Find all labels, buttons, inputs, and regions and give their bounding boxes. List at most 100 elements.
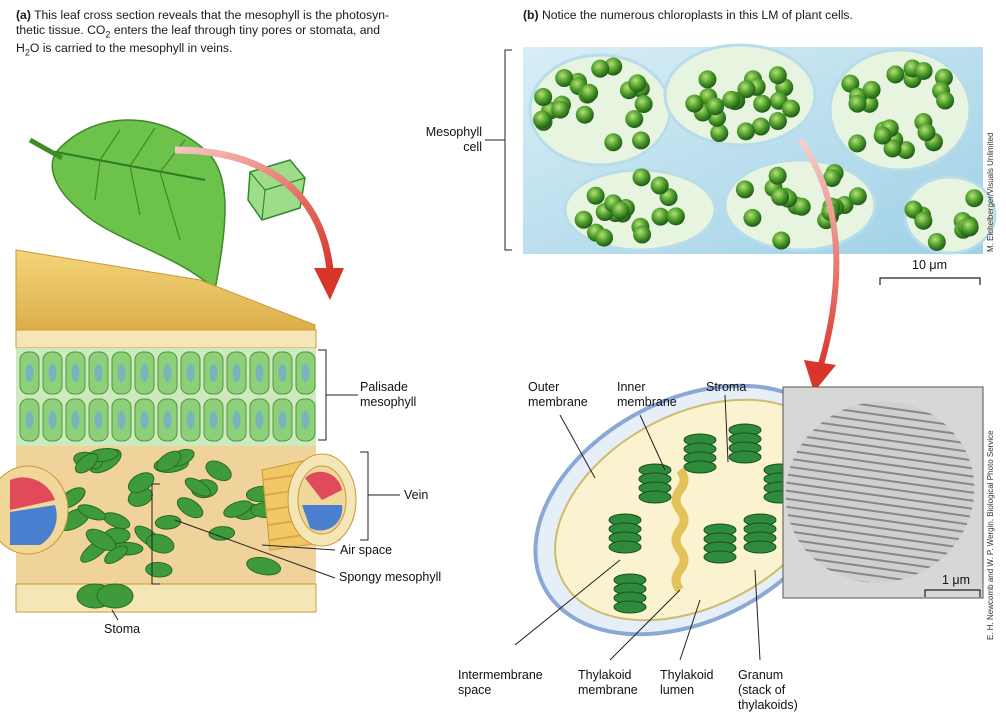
- chloroplast-lm: [533, 111, 551, 129]
- label-scale-10um: 10 μm: [912, 258, 947, 273]
- chloroplast-lm: [632, 131, 650, 149]
- granum-disc: [704, 551, 736, 563]
- palisade-vacuole: [49, 411, 57, 429]
- label-air-space: Air space: [340, 543, 392, 558]
- chloroplast-lm: [772, 232, 790, 250]
- label-outer-2: membrane: [528, 395, 588, 409]
- palisade-vacuole: [187, 411, 195, 429]
- palisade-vacuole: [210, 411, 218, 429]
- label-air-space-text: Air space: [340, 543, 392, 557]
- palisade-vacuole: [164, 411, 172, 429]
- label-palisade-1: Palisade: [360, 380, 408, 394]
- chloroplast-lm: [551, 101, 569, 119]
- chloroplast-lm: [580, 84, 598, 102]
- palisade-vacuole: [233, 364, 241, 382]
- chloroplast-lm: [632, 168, 650, 186]
- label-scale-1um-text: 1 μm: [942, 573, 970, 587]
- chloroplast-lm: [595, 229, 613, 247]
- label-spongy: Spongy mesophyll: [339, 570, 441, 585]
- credit-lm-text: M. Eichelberger/Visuals Unlimited: [986, 133, 995, 252]
- chloroplast-lm: [936, 92, 954, 110]
- chloroplast-lm: [706, 97, 724, 115]
- palisade-vacuole: [118, 411, 126, 429]
- chloroplast-lm: [965, 189, 983, 207]
- label-inner-1: Inner: [617, 380, 646, 394]
- chloroplast-lm: [769, 66, 787, 84]
- granum-disc: [684, 461, 716, 473]
- chloroplast-lm: [737, 80, 755, 98]
- palisade-vacuole: [210, 364, 218, 382]
- granum-disc: [609, 541, 641, 553]
- label-thylakoid-membrane-2: membrane: [578, 683, 638, 697]
- label-stroma: Stroma: [706, 380, 746, 395]
- chloroplast-lm: [769, 167, 787, 185]
- palisade-vacuole: [118, 364, 126, 382]
- chloroplast-lm: [635, 95, 653, 113]
- chloroplast-lm: [604, 133, 622, 151]
- label-spongy-text: Spongy mesophyll: [339, 570, 441, 584]
- label-mesophyll-2: cell: [463, 140, 482, 154]
- credit-em-text: E. H. Newcomb and W. P. Wergin, Biologic…: [986, 430, 995, 640]
- label-mesophyll-cell: Mesophyll cell: [400, 125, 482, 155]
- mesophyll-bracket: [485, 50, 512, 250]
- label-inner-membrane: Inner membrane: [617, 380, 677, 410]
- chloroplast-lm: [961, 218, 979, 236]
- palisade-vacuole: [72, 364, 80, 382]
- granum-disc: [639, 491, 671, 503]
- chloroplast-lm: [710, 124, 728, 142]
- chloroplast-lm: [534, 88, 552, 106]
- micrograph-lm: [523, 45, 995, 254]
- chloroplast-lm: [753, 95, 771, 113]
- chloroplast-lm: [628, 74, 646, 92]
- label-palisade-2: mesophyll: [360, 395, 416, 409]
- chloroplast-lm: [576, 106, 594, 124]
- chloroplast-lm: [928, 233, 946, 251]
- label-vein-text: Vein: [404, 488, 428, 502]
- label-granum-1: Granum: [738, 668, 783, 682]
- chloroplast-lm: [625, 110, 643, 128]
- label-granum-2: (stack of: [738, 683, 785, 697]
- palisade-vacuole: [279, 411, 287, 429]
- chloroplast-lm: [587, 187, 605, 205]
- chloroplast-lm: [771, 188, 789, 206]
- palisade-vacuole: [302, 364, 310, 382]
- palisade-vacuole: [256, 364, 264, 382]
- palisade-vacuole: [72, 411, 80, 429]
- granum-disc: [729, 451, 761, 463]
- chloroplast-lm: [736, 180, 754, 198]
- scale-bar-10um: [880, 278, 980, 285]
- label-thylakoid-lumen-1: Thylakoid: [660, 668, 714, 682]
- palisade-vacuole: [26, 411, 34, 429]
- chloroplast-lm: [612, 202, 630, 220]
- label-palisade: Palisade mesophyll: [360, 380, 416, 410]
- label-granum: Granum (stack of thylakoids): [738, 668, 798, 713]
- chloroplast-lm: [886, 65, 904, 83]
- chloroplast-lm: [848, 134, 866, 152]
- label-thylakoid-membrane-1: Thylakoid: [578, 668, 632, 682]
- palisade-vacuole: [141, 364, 149, 382]
- chloroplast-lm: [633, 226, 651, 244]
- chloroplast-lm: [685, 95, 703, 113]
- palisade-vacuole: [256, 411, 264, 429]
- label-outer-1: Outer: [528, 380, 559, 394]
- palisade-vacuole: [233, 411, 241, 429]
- label-stroma-text: Stroma: [706, 380, 746, 394]
- label-intermembrane-2: space: [458, 683, 491, 697]
- granum-disc: [744, 541, 776, 553]
- label-outer-membrane: Outer membrane: [528, 380, 588, 410]
- chloroplast-lm: [591, 60, 609, 78]
- thylakoid-lumen-icon: [676, 470, 684, 590]
- label-intermembrane-1: Intermembrane: [458, 668, 543, 682]
- label-granum-3: thylakoids): [738, 698, 798, 712]
- chloroplast-lm: [651, 208, 669, 226]
- palisade-vacuole: [141, 411, 149, 429]
- label-vein: Vein: [404, 488, 428, 503]
- chloroplast-lm: [874, 127, 892, 145]
- label-thylakoid-membrane: Thylakoid membrane: [578, 668, 638, 698]
- palisade-vacuole: [95, 411, 103, 429]
- chloroplast-lm: [769, 112, 787, 130]
- label-intermembrane: Intermembrane space: [458, 668, 543, 698]
- label-stoma-text: Stoma: [104, 622, 140, 636]
- palisade-vacuole: [164, 364, 172, 382]
